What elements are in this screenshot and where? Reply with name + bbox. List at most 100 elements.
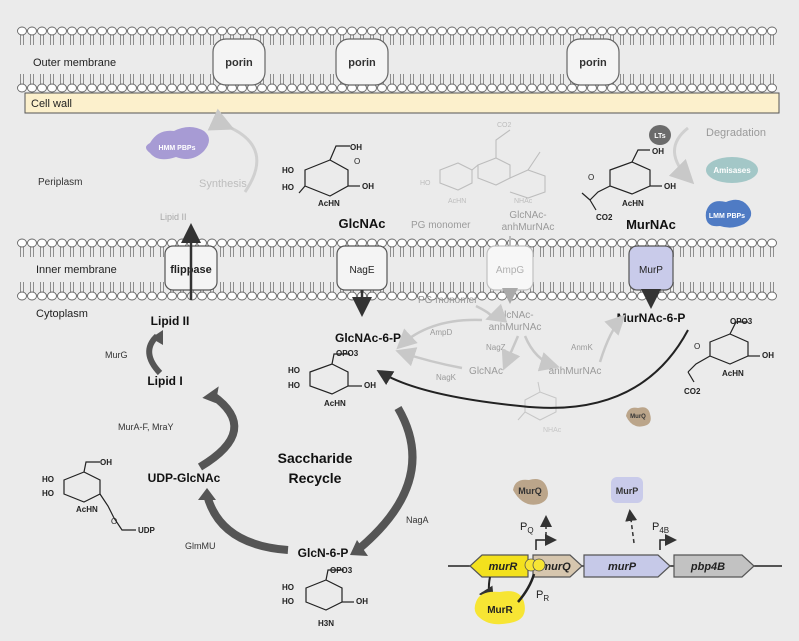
lipid-head bbox=[157, 83, 167, 93]
lipid-head bbox=[617, 238, 627, 248]
lipid-head bbox=[687, 83, 697, 93]
glmmu-label: GlmMU bbox=[185, 541, 216, 551]
lipid-head bbox=[17, 26, 27, 36]
lipid-tail bbox=[610, 282, 614, 292]
lipid-head bbox=[257, 26, 267, 36]
lipid-head bbox=[537, 83, 547, 93]
lipid-tail bbox=[330, 247, 334, 257]
lipid-tail bbox=[480, 282, 484, 292]
lipid-head bbox=[547, 83, 557, 93]
lts-label: LTs bbox=[654, 133, 666, 140]
chem-achn: AcHN bbox=[448, 198, 466, 205]
lipid-head bbox=[667, 83, 677, 93]
lipid-head bbox=[217, 26, 227, 36]
lipid-tail bbox=[620, 74, 624, 84]
lipid-tail bbox=[290, 74, 294, 84]
lipid-tail bbox=[760, 282, 764, 292]
lipid-head bbox=[587, 238, 597, 248]
lipid-tail bbox=[560, 247, 564, 257]
lipid-tail bbox=[750, 282, 754, 292]
lipid-head bbox=[707, 26, 717, 36]
p4b-p: P bbox=[652, 521, 659, 533]
lipid-head bbox=[517, 83, 527, 93]
lipid-head bbox=[727, 238, 737, 248]
pg-monomer-structure bbox=[439, 129, 546, 199]
lipid-head bbox=[247, 291, 257, 301]
lipid-head bbox=[477, 26, 487, 36]
pr-promoter: PR bbox=[536, 589, 549, 603]
lipid-head bbox=[277, 83, 287, 93]
lipid-head bbox=[87, 83, 97, 93]
lipid-head bbox=[277, 26, 287, 36]
udp-glcnac-structure bbox=[63, 461, 136, 531]
lipid-head bbox=[127, 238, 137, 248]
lipid-head bbox=[227, 291, 237, 301]
nagz-arrow-right bbox=[523, 335, 560, 372]
lipid-head bbox=[407, 291, 417, 301]
lipid-tail bbox=[590, 247, 594, 257]
lipid-tail bbox=[430, 74, 434, 84]
amisases-blob bbox=[706, 157, 758, 183]
lipid-tail bbox=[290, 35, 294, 45]
lipid-tail bbox=[50, 74, 54, 84]
lipid-tail bbox=[170, 35, 174, 45]
lipid-tail bbox=[740, 74, 744, 84]
glcnac-cyto: GlcNAc bbox=[469, 366, 503, 377]
anhmurnac-structure bbox=[517, 381, 557, 421]
lipid-head bbox=[47, 26, 57, 36]
lipid-tail bbox=[580, 247, 584, 257]
chem-opo3: OPO3 bbox=[330, 566, 353, 575]
lipid-tail bbox=[670, 35, 674, 45]
lipid-tail bbox=[330, 35, 334, 45]
lipid-tail bbox=[260, 282, 264, 292]
lipid-head bbox=[337, 83, 347, 93]
lipid-head bbox=[57, 238, 67, 248]
lipid-head bbox=[607, 238, 617, 248]
lipid-tail bbox=[70, 74, 74, 84]
degradation-arrow bbox=[668, 126, 695, 185]
lipid-tail bbox=[70, 35, 74, 45]
lipid-head bbox=[537, 238, 547, 248]
chem-ho: HO bbox=[282, 597, 294, 606]
lipid-head bbox=[567, 26, 577, 36]
lipid-tail bbox=[640, 74, 644, 84]
lipid-head bbox=[607, 291, 617, 301]
glcnac-anhmurnac-cyto-1: GlcNAc- bbox=[496, 310, 533, 321]
lipid-head bbox=[237, 26, 247, 36]
lipid-tail bbox=[500, 74, 504, 84]
lipid-tail bbox=[260, 247, 264, 257]
lipid-tail bbox=[490, 35, 494, 45]
lipid-head bbox=[267, 238, 277, 248]
lipid-tail bbox=[770, 74, 774, 84]
lipid-head bbox=[287, 238, 297, 248]
lipid-head bbox=[47, 83, 57, 93]
porin-1: porin bbox=[212, 38, 266, 86]
chem-opo3: OPO3 bbox=[336, 349, 359, 358]
lipid-head bbox=[307, 291, 317, 301]
lipid-tail bbox=[230, 247, 234, 257]
chem-udp: UDP bbox=[138, 526, 156, 535]
pg-monomer-cyto: PG monomer bbox=[418, 295, 478, 306]
lipid-head bbox=[697, 83, 707, 93]
cell-wall-band bbox=[24, 92, 780, 114]
lipid-tail bbox=[630, 74, 634, 84]
lipid-head bbox=[747, 291, 757, 301]
lipid-tail bbox=[650, 35, 654, 45]
lipid-head bbox=[737, 83, 747, 93]
chem-achn: AcHN bbox=[324, 399, 346, 408]
lipid-tail bbox=[440, 74, 444, 84]
lipid-head bbox=[697, 238, 707, 248]
lipid-head bbox=[117, 83, 127, 93]
lipid-tail bbox=[210, 35, 214, 45]
lipid-head bbox=[127, 291, 137, 301]
lipid-tail bbox=[280, 35, 284, 45]
lipid-head bbox=[77, 291, 87, 301]
chem-ho: HO bbox=[420, 180, 431, 187]
lipid-head bbox=[277, 238, 287, 248]
lipid-tail bbox=[750, 247, 754, 257]
lipid-head bbox=[507, 26, 517, 36]
lipid-head bbox=[627, 26, 637, 36]
lipid-head bbox=[537, 26, 547, 36]
lipid-tail bbox=[30, 282, 34, 292]
lipid-head bbox=[177, 291, 187, 301]
